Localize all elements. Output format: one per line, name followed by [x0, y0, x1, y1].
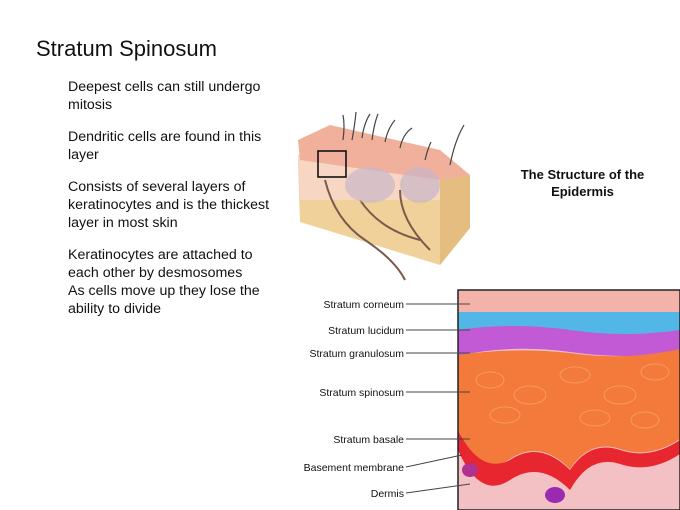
label-dermis: Dermis — [371, 488, 404, 500]
bullet-thickest: Consists of several layers of keratinocy… — [68, 179, 270, 231]
layer-labels: Stratum corneum Stratum lucidum Stratum … — [304, 299, 405, 500]
skin-block-illustration — [298, 111, 470, 281]
figure-caption: The Structure of the Epidermis — [520, 167, 645, 199]
label-basement-membrane: Basement membrane — [304, 462, 405, 474]
label-stratum-granulosum: Stratum granulosum — [309, 348, 404, 360]
bullet-desmosomes: Keratinocytes are attached to each other… — [68, 247, 253, 281]
label-stratum-basale: Stratum basale — [333, 434, 404, 446]
label-stratum-lucidum: Stratum lucidum — [328, 325, 404, 337]
bullet-list: Deepest cells can still undergo mitosis … — [68, 78, 283, 332]
label-stratum-spinosum: Stratum spinosum — [319, 387, 404, 399]
slide-title: Stratum Spinosum — [36, 36, 217, 61]
epidermis-cross-section — [457, 289, 680, 510]
label-leader-lines — [405, 303, 471, 494]
bullet-lose-division: As cells move up they lose the ability t… — [68, 283, 260, 317]
label-stratum-corneum: Stratum corneum — [323, 299, 404, 311]
bullet-dendritic: Dendritic cells are found in this layer — [68, 129, 262, 163]
bullet-mitosis: Deepest cells can still undergo mitosis — [68, 79, 261, 113]
